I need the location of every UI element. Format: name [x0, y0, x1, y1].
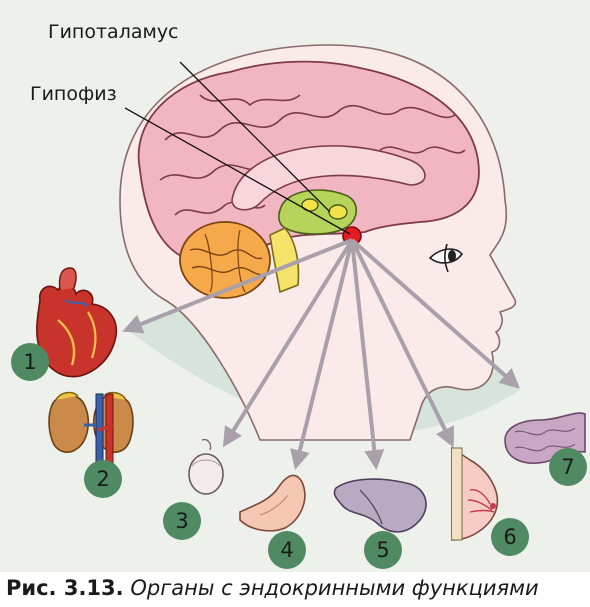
badge-5-number: 5 [376, 538, 389, 562]
badge-1-number: 1 [23, 350, 36, 374]
badge-6-number: 6 [503, 525, 516, 549]
hypothalamus-label: Гипоталамус [48, 21, 179, 43]
badge-7-number: 7 [561, 455, 574, 479]
caption-number: Рис. 3.13. [6, 576, 124, 600]
figure-caption: Рис. 3.13. Органы с эндокринными функция… [6, 576, 539, 600]
badge-3-number: 3 [175, 509, 188, 533]
caption-text: Органы с эндокринными функциями [130, 576, 538, 600]
badge-2-number: 2 [96, 467, 109, 491]
pituitary-label: Гипофиз [30, 83, 117, 105]
cerebellum-icon [180, 222, 270, 298]
badge-4-number: 4 [280, 538, 293, 562]
